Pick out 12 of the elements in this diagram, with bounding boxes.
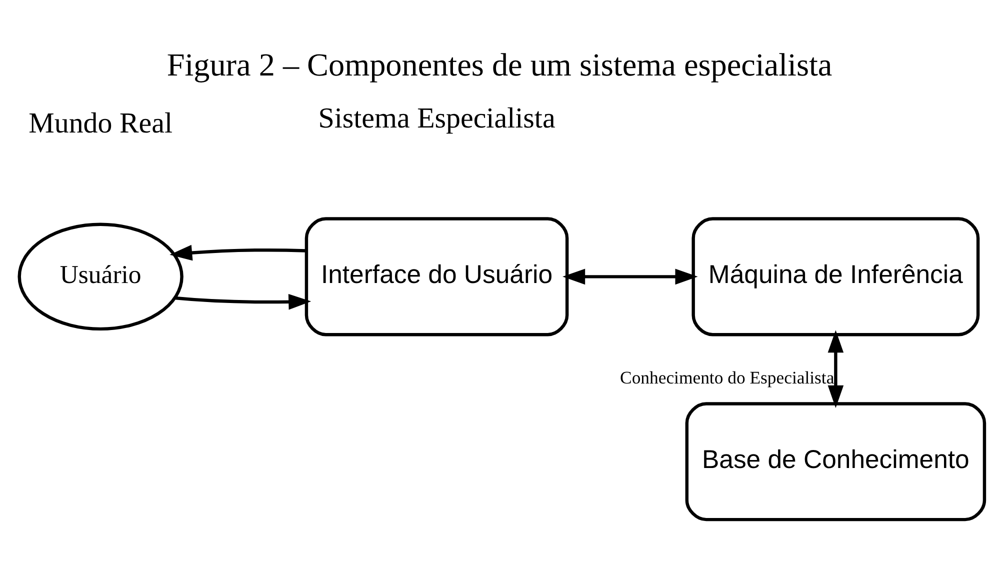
- label: Mundo Real: [28, 107, 173, 140]
- arrow: [562, 268, 698, 284]
- arrow: [174, 293, 312, 310]
- node-box: Máquina de Inferência: [692, 216, 980, 336]
- node-ellipse: Usuário: [18, 222, 184, 330]
- arrow: [170, 244, 306, 260]
- arrow: [828, 330, 844, 408]
- node-box: Base de Conhecimento: [685, 402, 986, 521]
- label: Sistema Especialista: [318, 102, 556, 134]
- diagram-title: Figura 2 – Componentes de um sistema especialista: [166, 46, 832, 82]
- edge-label: Conhecimento do Especialista: [620, 367, 834, 388]
- node-box: Interface do Usuário: [304, 216, 569, 336]
